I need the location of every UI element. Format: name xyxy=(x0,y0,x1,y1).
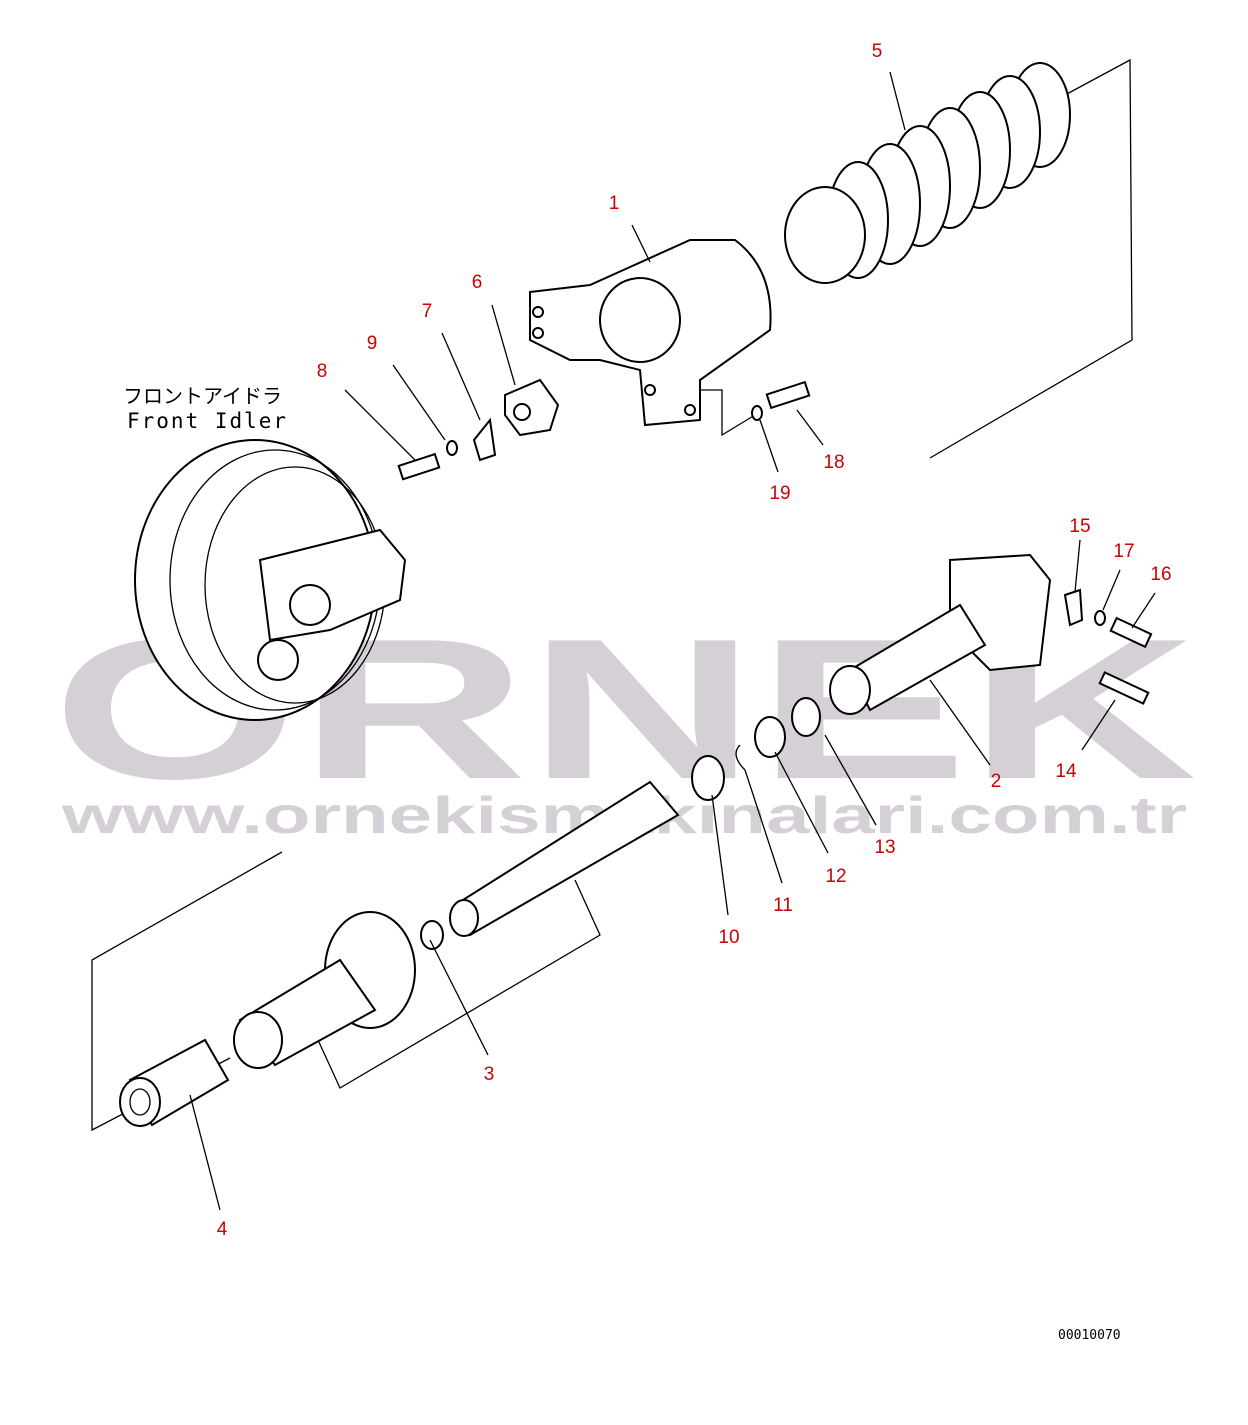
assembly-title-english: Front Idler xyxy=(127,409,288,433)
callout-16[interactable]: 16 xyxy=(1150,564,1171,585)
callout-7[interactable]: 7 xyxy=(422,301,433,322)
callout-3[interactable]: 3 xyxy=(484,1064,495,1085)
callout-12[interactable]: 12 xyxy=(825,866,846,887)
front-idler-wheel xyxy=(134,439,407,721)
idler-shaft-3 xyxy=(233,780,680,1069)
callout-10[interactable]: 10 xyxy=(718,927,739,948)
drawing-code: 00010070 xyxy=(1058,1328,1121,1343)
callout-4[interactable]: 4 xyxy=(217,1219,228,1240)
bushing-4 xyxy=(119,1038,230,1127)
callout-11[interactable]: 11 xyxy=(773,895,793,916)
small-hardware-right xyxy=(1063,588,1153,705)
callout-18[interactable]: 18 xyxy=(823,452,844,473)
callout-1[interactable]: 1 xyxy=(609,193,620,214)
callouts: 1 2 3 4 5 6 7 8 9 10 11 12 13 14 15 16 1… xyxy=(217,41,1172,1240)
idler-shaft-bearing-2 xyxy=(829,553,1052,715)
callout-14[interactable]: 14 xyxy=(1055,761,1077,782)
callout-8[interactable]: 8 xyxy=(317,361,328,382)
recoil-spring xyxy=(784,62,1071,284)
callout-9[interactable]: 9 xyxy=(367,333,378,354)
leader-lines xyxy=(189,71,1156,1211)
assembly-title-japanese: フロントアイドラ xyxy=(123,384,282,408)
idler-yoke xyxy=(529,239,772,427)
callout-17[interactable]: 17 xyxy=(1113,541,1134,562)
callout-15[interactable]: 15 xyxy=(1069,516,1090,537)
callout-13[interactable]: 13 xyxy=(874,837,895,858)
small-hardware-top xyxy=(397,378,811,481)
callout-19[interactable]: 19 xyxy=(769,483,790,504)
callout-5[interactable]: 5 xyxy=(872,41,883,62)
seals-rings xyxy=(691,697,821,801)
callout-2[interactable]: 2 xyxy=(991,771,1002,792)
callout-6[interactable]: 6 xyxy=(472,272,483,293)
